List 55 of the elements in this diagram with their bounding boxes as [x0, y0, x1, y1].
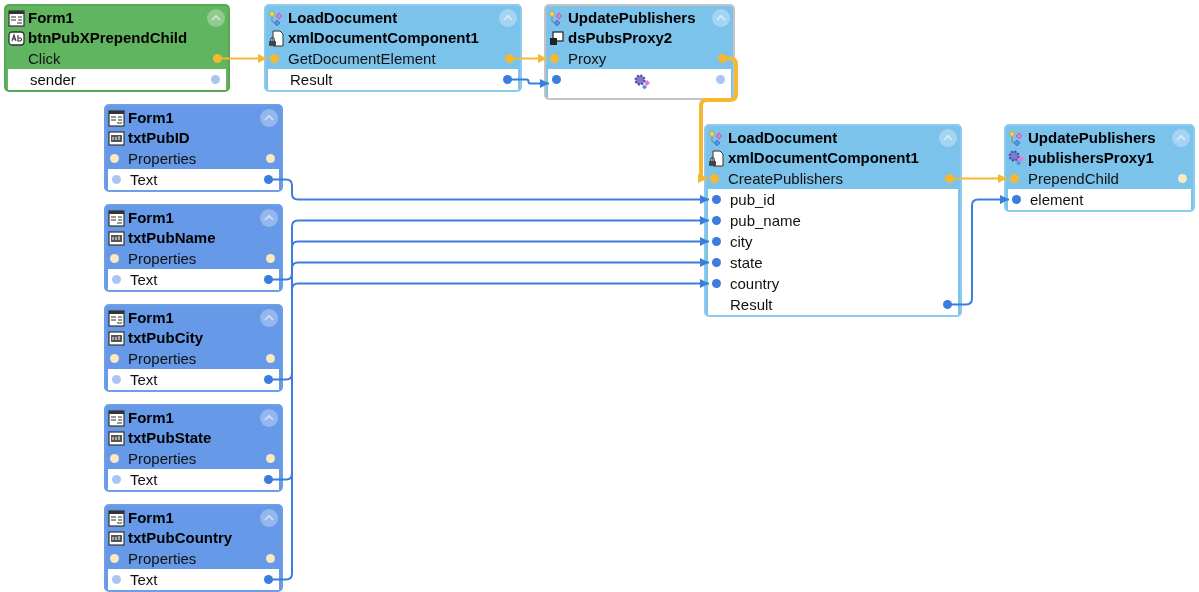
component-name: btnPubXPrependChild	[28, 28, 188, 48]
port-label: sender	[30, 70, 76, 89]
port-label: CreatePublishers	[728, 169, 844, 188]
component-title: Form1	[28, 8, 74, 28]
port-label: Result	[290, 70, 333, 89]
component-title: LoadDocument	[288, 8, 398, 28]
port-label: country	[730, 274, 780, 293]
port-label: element	[1030, 190, 1084, 209]
port-label: Properties	[128, 349, 197, 368]
port-label: state	[730, 253, 763, 272]
component-title: Form1	[128, 108, 174, 128]
port-label: Click	[28, 49, 61, 68]
connector-arrow	[698, 56, 738, 183]
component-card	[104, 304, 283, 392]
component-card	[104, 504, 283, 592]
component-name: publishersProxy1	[1028, 148, 1154, 168]
component-title: LoadDocument	[728, 128, 838, 148]
port-label: Properties	[128, 249, 197, 268]
port-label: Text	[130, 470, 158, 489]
component-title: Form1	[128, 308, 174, 328]
port-label: Text	[130, 370, 158, 389]
component-title: UpdatePublishers	[1028, 128, 1156, 148]
port-label: Text	[130, 170, 158, 189]
port-label: pub_name	[730, 211, 801, 230]
port-label: Text	[130, 270, 158, 289]
component-card	[704, 124, 962, 317]
port-label: GetDocumentElement	[288, 49, 436, 68]
component-title: Form1	[128, 508, 174, 528]
component-name: dsPubsProxy2	[568, 28, 673, 48]
port-label: Properties	[128, 549, 197, 568]
component-name: txtPubName	[128, 228, 216, 248]
component-card	[104, 104, 283, 192]
port-label: Properties	[128, 149, 197, 168]
port-label: city	[730, 232, 753, 251]
component-card	[104, 204, 283, 292]
component-name: xmlDocumentComponent1	[288, 28, 479, 48]
component-name: xmlDocumentComponent1	[728, 148, 919, 168]
component-name: txtPubCity	[128, 328, 203, 348]
port-label: PrependChild	[1028, 169, 1119, 188]
component-title: Form1	[128, 208, 174, 228]
component-card	[264, 4, 522, 92]
port-label: pub_id	[730, 190, 776, 209]
port-label: Properties	[128, 449, 197, 468]
component-card	[1004, 124, 1195, 212]
port-label: Text	[130, 570, 158, 589]
component-name: txtPubCountry	[128, 528, 233, 548]
component-name: txtPubState	[128, 428, 212, 448]
component-card	[4, 4, 230, 92]
component-title: Form1	[128, 408, 174, 428]
component-card	[104, 404, 283, 492]
port-label: Proxy	[568, 49, 607, 68]
component-card	[544, 4, 735, 100]
component-title: UpdatePublishers	[568, 8, 696, 28]
port-label: Result	[730, 295, 773, 314]
component-name: txtPubID	[128, 128, 190, 148]
